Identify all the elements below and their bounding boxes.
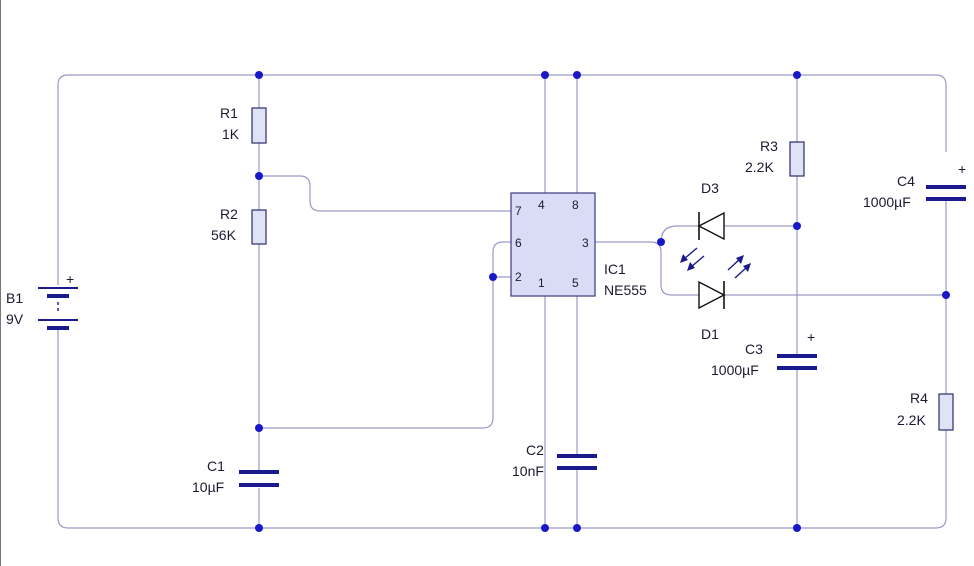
wire-pin1-pin5: [544, 296, 578, 528]
wire-pin4-pin8: [544, 75, 578, 193]
capacitor-ref: C2: [526, 442, 544, 458]
capacitor-c2: C2 10nF: [512, 442, 597, 479]
wire-d3-anode: [660, 225, 699, 243]
resistor-body: [251, 209, 267, 245]
capacitor-plus-mark: +: [958, 161, 966, 177]
junction-dot: [573, 71, 581, 79]
ic-pin-6: 6: [515, 236, 522, 250]
junction-dot: [657, 238, 665, 246]
junction-dot: [255, 71, 263, 79]
arrow-line: [727, 258, 741, 271]
capacitor-c4: + C4 1000µF: [863, 161, 966, 210]
capacitor-c3: + C3 1000µF: [711, 329, 817, 378]
arrow-line: [683, 247, 698, 260]
ic-body: [510, 192, 596, 297]
diode-triangle: [697, 211, 725, 241]
capacitor-ref: C3: [745, 341, 763, 357]
arrow-head: [687, 262, 695, 271]
resistor-body: [938, 393, 954, 431]
diode-d1: D1: [698, 280, 726, 342]
capacitor-c1: C1 10µF: [192, 458, 279, 495]
battery-plus-mark: +: [66, 271, 74, 287]
junction-dot: [793, 524, 801, 532]
capacitor-value: 1000µF: [863, 194, 911, 210]
capacitor-value: 1000µF: [711, 362, 759, 378]
arrow-head: [743, 263, 751, 272]
ic-pin-3: 3: [582, 236, 589, 250]
capacitor-value: 10nF: [512, 463, 544, 479]
battery-ref: B1: [6, 290, 23, 306]
ic-pin-8: 8: [572, 198, 579, 212]
diode-triangle: [698, 280, 726, 310]
ic-value: NE555: [604, 282, 647, 298]
junction-dot: [255, 172, 263, 180]
ic-pin-1: 1: [538, 276, 545, 290]
resistor-value: 2.2K: [745, 159, 774, 175]
battery-value: 9V: [6, 311, 24, 327]
capacitor-ref: C1: [207, 458, 225, 474]
junction-dot: [541, 524, 549, 532]
resistor-body: [251, 107, 267, 144]
ic-pin-4: 4: [538, 198, 545, 212]
resistor-value: 56K: [211, 227, 237, 243]
resistor-body: [789, 141, 805, 177]
ic-pin-2: 2: [515, 270, 522, 284]
junction-dot: [489, 273, 497, 281]
ic1-ne555: 4 8 7 6 3 2 1 5 IC1 NE555: [510, 192, 647, 298]
junction-dot: [793, 71, 801, 79]
arrow-head: [680, 254, 688, 263]
junction-dot: [573, 524, 581, 532]
diode-ref: D3: [701, 180, 719, 196]
wire-pin6-pin2: [259, 241, 511, 429]
junctions: [255, 71, 950, 532]
resistor-r3: R3 2.2K: [745, 138, 805, 177]
resistor-r2: R2 56K: [211, 206, 267, 245]
wire-pin7: [259, 175, 511, 212]
capacitor-ref: C4: [897, 173, 915, 189]
wire-top-rail-span: [68, 74, 947, 152]
arrow-line: [734, 266, 748, 279]
resistor-ref: R1: [220, 105, 238, 121]
resistor-ref: R2: [220, 206, 238, 222]
junction-dot: [942, 291, 950, 299]
junction-dot: [255, 524, 263, 532]
resistor-ref: R3: [760, 138, 778, 154]
wire-pin3-output: [595, 241, 699, 296]
battery-b1: + B1 9V: [6, 271, 78, 330]
wires: [57, 74, 947, 529]
resistor-ref: R4: [910, 390, 928, 406]
resistor-value: 2.2K: [897, 412, 926, 428]
ic-ref: IC1: [604, 261, 626, 277]
diode-ref: D1: [701, 326, 719, 342]
wire-top-rail: [57, 74, 947, 529]
resistor-r1: R1 1K: [220, 105, 267, 144]
led-light-arrows-icon: [680, 247, 751, 279]
junction-dot: [793, 222, 801, 230]
diode-d3: D3: [697, 180, 725, 241]
ic-pin-5: 5: [572, 276, 579, 290]
capacitor-plus-mark: +: [807, 329, 815, 345]
junction-dot: [541, 71, 549, 79]
junction-dot: [255, 424, 263, 432]
arrow-line: [690, 255, 705, 268]
arrow-head: [736, 255, 744, 264]
capacitor-value: 10µF: [192, 479, 224, 495]
ic-pin-7: 7: [515, 204, 522, 218]
resistor-r4: R4 2.2K: [897, 390, 954, 431]
resistor-value: 1K: [222, 126, 240, 142]
